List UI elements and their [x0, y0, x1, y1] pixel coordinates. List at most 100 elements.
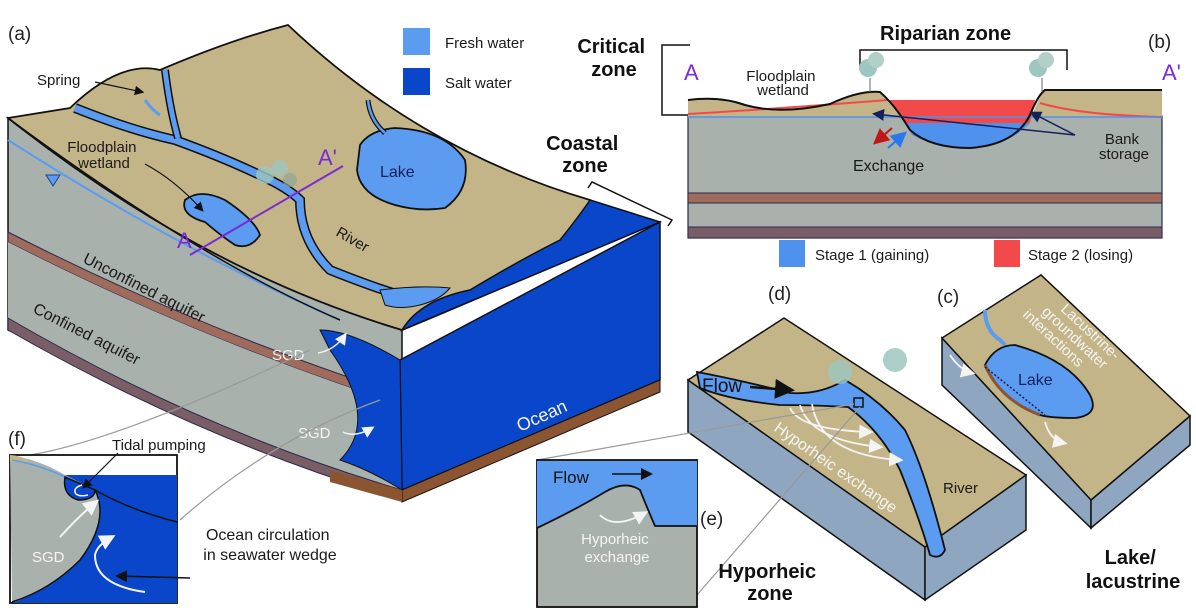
river-d-label: River: [943, 480, 978, 497]
panel-d-tag: (d): [768, 284, 791, 305]
exchange-blue-arrow: [887, 131, 908, 149]
bank-storage-line1: Bank: [1105, 131, 1140, 148]
floodplain-wetland-b-line1: Floodplain: [746, 68, 815, 85]
sgd-upper-arrow: [317, 332, 347, 354]
hyporheic-e-label: Hyporheic exchange: [581, 531, 653, 566]
stage2-label: Stage 2 (losing): [1028, 247, 1133, 264]
sgd-lower-label: SGD: [298, 425, 331, 442]
hyporheic-zone-line1: Hyporheic: [718, 561, 816, 583]
stage1-swatch: [779, 240, 805, 267]
critical-zone-label: Critical zone: [577, 36, 650, 81]
inset-e-connector-top: [536, 403, 855, 461]
floodplain-wetland-b-label: Floodplain wetland: [746, 68, 819, 99]
inset-f-sea: [12, 475, 177, 603]
tidal-pumping-label: Tidal pumping: [112, 437, 206, 454]
hyporheic-e-line1: Hyporheic: [581, 531, 649, 548]
stage2-water-table-left: [687, 99, 889, 115]
flow-d-arrow: [749, 378, 795, 399]
section-b-label-a: A: [684, 60, 699, 85]
confining-band-b: [687, 192, 1163, 204]
riparian-trees-d: [828, 348, 907, 384]
river-branch-water: [162, 69, 181, 139]
lake-label: Lake: [380, 164, 415, 181]
section-label-a: A: [177, 228, 192, 253]
riparian-zone-bracket: [859, 49, 1068, 70]
bank-storage-arrow-right: [1029, 111, 1076, 136]
panel-e-tag: (e): [700, 509, 723, 530]
critical-zone-line2: zone: [591, 59, 637, 81]
hyporheic-e-arrow: [599, 511, 649, 525]
bank-storage-line2: storage: [1099, 146, 1149, 163]
water-table-icon: [45, 174, 61, 187]
block-d-top: [686, 317, 1028, 548]
floodplain-wetland-line1: Floodplain: [67, 139, 136, 156]
stage1-label: Stage 1 (gaining): [815, 247, 929, 264]
lake-inlet-water: [366, 99, 386, 134]
outflow-arrow-c: [1044, 421, 1068, 448]
hyporheic-flow-arrows: [789, 403, 904, 467]
lake-c-sediment: [983, 364, 1041, 417]
riparian-tree-left: [859, 52, 884, 92]
land-profile-b: [688, 90, 1162, 120]
bank-storage-arrow-left: [872, 108, 1076, 136]
flow-e-label: Flow: [553, 468, 590, 487]
spring-arrow: [94, 81, 145, 96]
section-line-a-a-prime: [189, 165, 344, 256]
panel-a-tag: (a): [8, 24, 31, 45]
lake-c-inlet: [983, 309, 1007, 347]
floodplain-wetland-label: Floodplain wetland: [67, 139, 140, 172]
inset-e-bedform: [536, 484, 697, 529]
salt-water-swatch: [403, 68, 430, 95]
riparian-tree-right: [1029, 52, 1054, 92]
panel-f-inset: (f) Tidal pumping SGD Ocean circulation …: [8, 349, 381, 604]
river-mouth: [379, 286, 451, 308]
panel-c-tag: (c): [937, 287, 959, 308]
inset-f-connector-bottom: [179, 399, 381, 521]
panel-c-lake-block: (c) Lake Lacustrine- groundwater interac…: [937, 274, 1192, 593]
lake-c-label: Lake: [1018, 372, 1053, 389]
river-channel-profile: [687, 89, 1162, 150]
inset-e-marker: [853, 397, 864, 408]
riparian-trees: [256, 160, 297, 187]
section-b-label-a-prime: A': [1162, 60, 1181, 85]
section-label-a-prime: A': [318, 145, 337, 170]
coastal-zone-line2: zone: [562, 155, 608, 177]
confined-aquifer-layer: [8, 242, 402, 490]
bedrock-band-b: [687, 226, 1163, 239]
panel-e-inset: Flow Hyporheic exchange (e) Hyporheic zo…: [536, 403, 861, 608]
water-legend: Fresh water Salt water: [403, 28, 524, 95]
ocean-side-wedge: [319, 329, 403, 491]
sgd-f-label: SGD: [32, 549, 65, 566]
panel-b-tag: (b): [1148, 32, 1171, 53]
ocean-top: [400, 199, 663, 332]
coastal-zone-line1: Coastal: [546, 133, 618, 155]
sgd-upper-label: SGD: [272, 347, 305, 364]
fresh-water-label: Fresh water: [445, 35, 524, 52]
salt-water-label: Salt water: [445, 75, 512, 92]
inset-e-connector-bottom: [696, 406, 861, 596]
floodplain-wetland-b-line2: wetland: [756, 82, 809, 99]
inset-f-interface: [11, 488, 178, 603]
stage2-swatch: [994, 240, 1020, 267]
coastal-zone-label: Coastal zone: [546, 133, 624, 177]
flow-d-label: Flow: [702, 376, 742, 397]
critical-zone-line1: Critical: [577, 36, 645, 58]
ocean-circulation-line2: in seawater wedge: [203, 547, 337, 564]
panel-f-tag: (f): [8, 429, 26, 450]
inset-e-water: [537, 461, 697, 528]
land-front-edge: [7, 117, 341, 321]
ocean-circulation-label: Ocean circulation in seawater wedge: [203, 527, 337, 564]
panel-b-cross-section: Critical zone Riparian zone (b) A A': [577, 23, 1181, 267]
ocean-circulation-line1: Ocean circulation: [206, 527, 330, 544]
bedrock-sediment-left: [330, 470, 402, 502]
lake-lacustrine-line2: lacustrine: [1086, 571, 1180, 593]
lake: [356, 127, 467, 211]
fresh-water-swatch: [403, 28, 430, 55]
hyporheic-e-line2: exchange: [584, 549, 649, 566]
lake-lacustrine-line1: Lake/: [1105, 547, 1157, 569]
exchange-label: Exchange: [853, 158, 924, 175]
floodplain-wetland-line2: wetland: [77, 155, 130, 172]
hyporheic-zone-line2: zone: [747, 583, 793, 605]
coastal-zone-bracket: [587, 181, 674, 227]
